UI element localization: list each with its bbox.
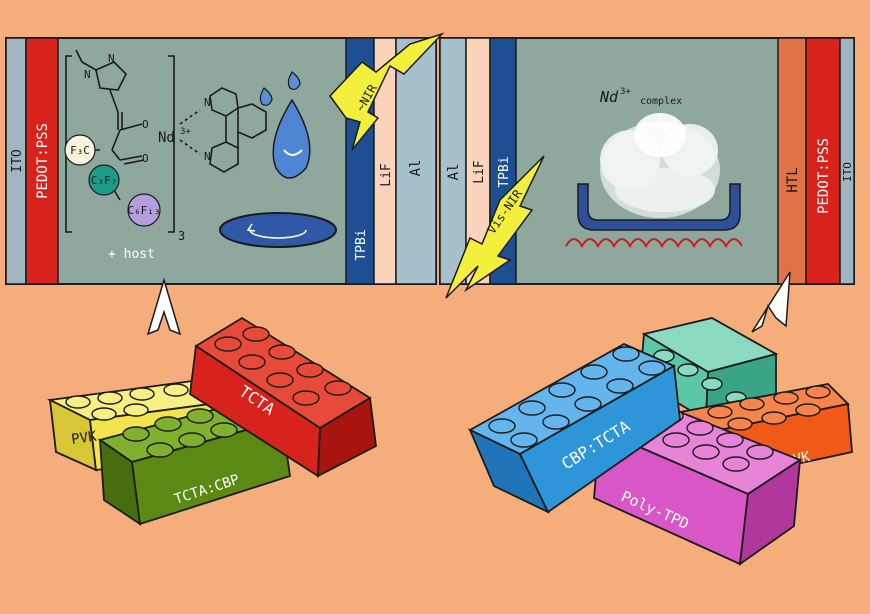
nd-complex-metal: Nd	[599, 88, 619, 106]
right-al-layer	[439, 37, 467, 285]
c3f7-label: C₃F₇	[91, 174, 118, 187]
nd-metal-label: Nd	[158, 130, 175, 146]
subscript-count: 3	[178, 229, 185, 243]
pyrazole-ring	[95, 61, 127, 91]
crucible	[577, 183, 741, 231]
spin-coat-substrate	[219, 212, 337, 248]
nd-complex-charge: 3+	[620, 87, 631, 97]
f3c-circle	[64, 134, 96, 166]
left-al-layer	[395, 37, 437, 285]
right-lif-label: LiF	[472, 160, 487, 184]
c3f7-circle	[88, 164, 120, 196]
nd-charge-label: 3+	[180, 127, 191, 137]
left-ito-label: ITO	[10, 149, 25, 173]
right-htl-layer	[777, 37, 807, 285]
left-tpbi-label: TPBi	[354, 229, 369, 260]
o-label-1: O	[142, 118, 149, 131]
n-label-4: N	[204, 150, 211, 163]
host-note: + host	[108, 247, 155, 262]
n-label-2: N	[108, 52, 115, 65]
spin-arrow	[249, 229, 307, 239]
heater-coil	[565, 238, 743, 249]
brick-blue-cbptcta: CBP:TCTA	[468, 342, 681, 514]
n-label-1: N	[84, 68, 91, 81]
right-ito-layer	[839, 37, 855, 285]
droplet-highlight	[283, 149, 303, 156]
left-al-label: Al	[408, 160, 424, 177]
left-up-arrow	[146, 277, 182, 336]
brick-green-tctacbp: TCTA:CBP	[97, 399, 291, 526]
vapor-cloud	[600, 113, 720, 218]
nd-complex-word: complex	[640, 96, 682, 107]
droplet-small-1	[259, 87, 273, 106]
o-label-2: O	[142, 152, 149, 165]
right-htl-label: HTL	[785, 167, 801, 192]
c6f13-circle	[127, 193, 161, 227]
n-label-3: N	[204, 96, 211, 109]
right-pedot-layer	[805, 37, 841, 285]
right-pedot-label: PEDOT:PSS	[816, 138, 832, 214]
left-pedot-layer	[25, 37, 59, 285]
droplet-large	[272, 98, 311, 179]
right-al-label: Al	[446, 164, 462, 181]
f3c-label: F₃C	[70, 144, 90, 157]
spin-arrow-head	[246, 223, 256, 232]
right-ito-label: ITO	[841, 162, 854, 182]
droplet-small-2	[287, 71, 301, 90]
c6f13-label: C₆F₁₃	[127, 204, 160, 217]
brick-yellow-label: PVK	[70, 429, 98, 448]
left-pedot-label: PEDOT:PSS	[35, 123, 51, 199]
right-up-arrow	[751, 271, 791, 333]
right-bracket	[168, 55, 175, 233]
brick-red-tcta: TCTA	[189, 316, 377, 478]
right-tpbi-label: TPBi	[497, 156, 512, 187]
visnir-bolt-shape	[445, 155, 545, 299]
nir-bolt-shape	[329, 32, 445, 151]
left-lif-label: LiF	[379, 163, 394, 187]
